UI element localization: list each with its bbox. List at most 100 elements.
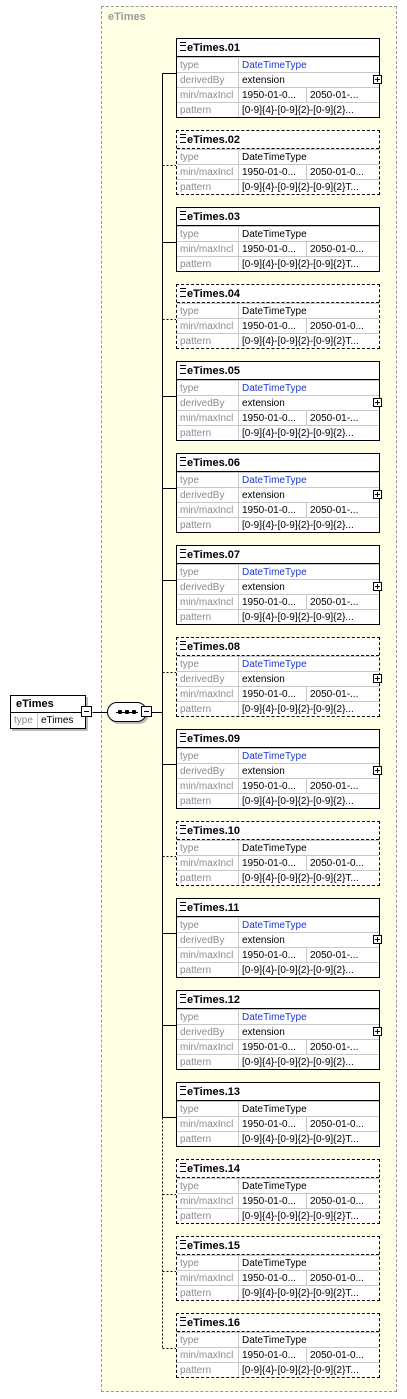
min-value: 1950-01-0... [239,88,307,102]
element-name: eTimes.12 [177,991,379,1009]
max-value: 2050-01-... [310,413,359,424]
documentation-icon [180,733,186,742]
pattern-value: [0-9]{4}-[0-9]{2}-[0-9]{2}... [242,704,354,715]
pattern-row: pattern[0-9]{4}-[0-9]{2}-[0-9]{2}T... [177,256,379,271]
type-value[interactable]: DateTimeType [242,751,307,762]
pattern-value: [0-9]{4}-[0-9]{2}-[0-9]{2}T... [242,1365,359,1376]
min-value: 1950-01-0... [239,242,307,256]
type-value[interactable]: DateTimeType [242,60,307,71]
documentation-icon [180,1086,186,1095]
type-value[interactable]: DateTimeType [242,659,307,670]
type-value[interactable]: DateTimeType [242,475,307,486]
element-name: eTimes.08 [177,638,379,656]
max-value: 2050-01-0... [310,1350,364,1361]
max-value: 2050-01-... [310,505,359,516]
expand-icon[interactable] [373,398,382,407]
group-title: eTimes [108,11,146,23]
expand-icon[interactable] [373,766,382,775]
expand-icon[interactable] [373,75,382,84]
root-collapse-button[interactable] [81,706,92,717]
type-label: type [177,304,239,318]
type-value[interactable]: DateTimeType [242,920,307,931]
pattern-label: pattern [177,794,239,808]
type-value[interactable]: DateTimeType [242,1012,307,1023]
sequence-collapse-button[interactable] [141,706,152,717]
expand-icon[interactable] [373,490,382,499]
max-value: 2050-01-0... [310,244,364,255]
pattern-value: [0-9]{4}-[0-9]{2}-[0-9]{2}... [242,1057,354,1068]
documentation-icon [180,549,186,558]
element-name: eTimes.10 [177,822,379,840]
type-label: type [177,749,239,763]
type-label: type [177,1102,239,1116]
type-label: type [177,58,239,72]
type-label: type [177,918,239,932]
derivedby-value: extension [242,398,285,409]
pattern-value: [0-9]{4}-[0-9]{2}-[0-9]{2}T... [242,1211,359,1222]
type-value: DateTimeType [242,843,307,854]
type-label: type [177,1179,239,1193]
pattern-row: pattern[0-9]{4}-[0-9]{2}-[0-9]{2}... [177,701,379,716]
max-value: 2050-01-... [310,689,359,700]
element-name: eTimes.11 [177,899,379,917]
documentation-icon [180,1240,186,1249]
pattern-row: pattern[0-9]{4}-[0-9]{2}-[0-9]{2}... [177,962,379,977]
pattern-row: pattern[0-9]{4}-[0-9]{2}-[0-9]{2}... [177,425,379,440]
pattern-label: pattern [177,180,239,194]
type-label: type [177,381,239,395]
element-name: eTimes.15 [177,1237,379,1255]
sequence-compositor[interactable] [107,702,147,722]
expand-icon[interactable] [373,935,382,944]
type-value: DateTimeType [242,1335,307,1346]
type-value[interactable]: DateTimeType [242,383,307,394]
expand-icon[interactable] [373,1027,382,1036]
expand-icon[interactable] [373,582,382,591]
documentation-icon [180,42,186,51]
type-value[interactable]: DateTimeType [242,567,307,578]
type-value: DateTimeType [242,1104,307,1115]
min-value: 1950-01-0... [239,319,307,333]
element-name: eTimes.01 [177,39,379,57]
documentation-icon [180,641,186,650]
derivedby-value: extension [242,766,285,777]
minmax-label: min/maxIncl [177,88,239,102]
root-element-box[interactable]: eTimes type eTimes [10,695,86,729]
expand-icon[interactable] [373,674,382,683]
min-value: 1950-01-0... [239,411,307,425]
min-value: 1950-01-0... [239,595,307,609]
max-value: 2050-01-... [310,1042,359,1053]
pattern-value: [0-9]{4}-[0-9]{2}-[0-9]{2}... [242,612,354,623]
